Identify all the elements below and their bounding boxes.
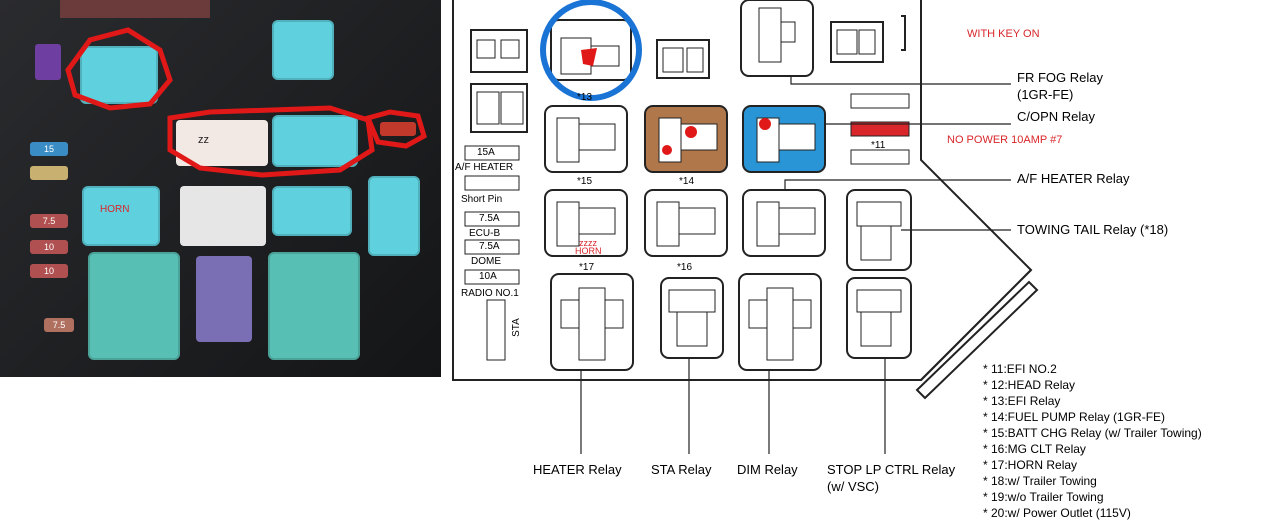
- legend-item: * 20:w/ Power Outlet (115V): [983, 506, 1131, 520]
- photo-relay-top-right: [272, 20, 334, 80]
- fuse-sta: [486, 299, 506, 361]
- legend-item: * 15:BATT CHG Relay (w/ Trailer Towing): [983, 426, 1202, 440]
- photo-relay-middle: [272, 115, 358, 167]
- zz-label: zz: [198, 134, 209, 146]
- horn-mark: HORN: [575, 246, 602, 256]
- callout-fr-fog: FR FOG Relay: [1017, 70, 1103, 85]
- legend-item: * 18:w/ Trailer Towing: [983, 474, 1097, 488]
- photo-fuse-3: 7.5: [30, 214, 68, 228]
- slot-label-13: *13: [577, 92, 593, 103]
- photo-fuse-5: 10: [30, 264, 68, 278]
- legend-item: * 12:HEAD Relay: [983, 378, 1076, 392]
- photo-relay-purple: [196, 256, 252, 342]
- photo-relay-horn: HORN: [82, 186, 160, 246]
- photo-relay-big-right: [268, 252, 360, 360]
- photo-relay-white: zz: [176, 120, 268, 166]
- annotation-no-power: NO POWER 10AMP #7: [947, 134, 1063, 146]
- callout-1gr-fe: (1GR-FE): [1017, 87, 1074, 102]
- slot-fuse-11: [850, 121, 910, 137]
- fuse-column: [464, 145, 520, 285]
- photo-fuse-2: [30, 166, 68, 180]
- annotation-with-key-on: WITH KEY ON: [967, 28, 1040, 40]
- photo-annotations: [65, 27, 427, 178]
- photo-fuse-1: 15: [30, 142, 68, 156]
- red-outline-middle: [167, 105, 375, 178]
- legend-item: * 17:HORN Relay: [983, 458, 1078, 472]
- slot-fuse-top: [850, 93, 910, 109]
- photo-fuse-4: 10: [30, 240, 68, 254]
- top-fuse-row: [60, 0, 210, 18]
- leader-lines: [580, 76, 1011, 454]
- legend-item: * 19:w/o Trailer Towing: [983, 490, 1104, 504]
- photo-fuse-6: 7.5: [44, 318, 74, 332]
- slot-label-15: *15: [577, 176, 593, 187]
- label-stop-lp-relay: STOP LP CTRL Relay: [827, 462, 956, 477]
- photo-relay-right-mid: [272, 186, 352, 236]
- photo-relay-white-2: [180, 186, 266, 246]
- photo-relay-efi: [80, 46, 158, 104]
- label-w-vsc: (w/ VSC): [827, 479, 879, 494]
- fuse-radio-name: RADIO NO.1: [461, 288, 519, 299]
- slot-label-14: *14: [679, 176, 695, 187]
- diagram-svg: [452, 0, 1039, 454]
- diagonal-edge: [920, 269, 1032, 381]
- callout-c-opn: C/OPN Relay: [1017, 109, 1096, 124]
- fuse-dome-amp: 7.5A: [479, 241, 500, 252]
- legend-item: * 13:EFI Relay: [983, 394, 1061, 408]
- red-outline-top: [65, 27, 173, 111]
- legend-item: * 11:EFI NO.2: [983, 362, 1057, 376]
- fuse-radio-amp: 10A: [479, 271, 497, 282]
- fuse-ecub-amp: 7.5A: [479, 213, 500, 224]
- legend: * 11:EFI NO.2 * 12:HEAD Relay * 13:EFI R…: [983, 361, 1202, 521]
- fuse-af-name: A/F HEATER: [455, 162, 514, 173]
- blue-circle-13: [540, 0, 642, 101]
- fuse-af-amp: 15A: [477, 147, 495, 158]
- photo-fuse-red: [380, 122, 416, 136]
- label-sta-relay: STA Relay: [651, 462, 712, 477]
- fuse-short-name: Short Pin: [461, 194, 503, 205]
- callout-towing: TOWING TAIL Relay (*18): [1017, 222, 1169, 237]
- fuse-dome-name: DOME: [471, 256, 501, 267]
- red-outline-fuse: [364, 109, 427, 149]
- slot-label-17: *17: [579, 262, 595, 273]
- slot-label-11: *11: [871, 140, 886, 151]
- fuse-sta-name: STA: [510, 318, 522, 337]
- relay-diagram: WITH KEY ON NO POWER 10AMP #7 *13 *15 *1…: [441, 0, 1279, 526]
- legend-item: * 14:FUEL PUMP Relay (1GR-FE): [983, 410, 1166, 424]
- diagonal-bar: [915, 280, 1039, 400]
- horn-label: HORN: [100, 204, 130, 215]
- purple-fuse: [35, 44, 61, 80]
- label-heater-relay: HEATER Relay: [533, 462, 622, 477]
- slot-label-16: *16: [677, 262, 693, 273]
- photo-relay-far-right: [368, 176, 420, 256]
- fuse-ecub-name: ECU-B: [469, 228, 501, 239]
- zz-mark: zzzz: [579, 238, 597, 248]
- photo-relay-big-left: [88, 252, 180, 360]
- legend-item: * 16:MG CLT Relay: [983, 442, 1086, 456]
- fuse-box-photo: zz 15 7.5 10 10 7.5 HORN: [0, 0, 441, 377]
- callout-af-heater: A/F HEATER Relay: [1017, 171, 1130, 186]
- label-dim-relay: DIM Relay: [737, 462, 798, 477]
- slot-fuse-bottom: [850, 149, 910, 165]
